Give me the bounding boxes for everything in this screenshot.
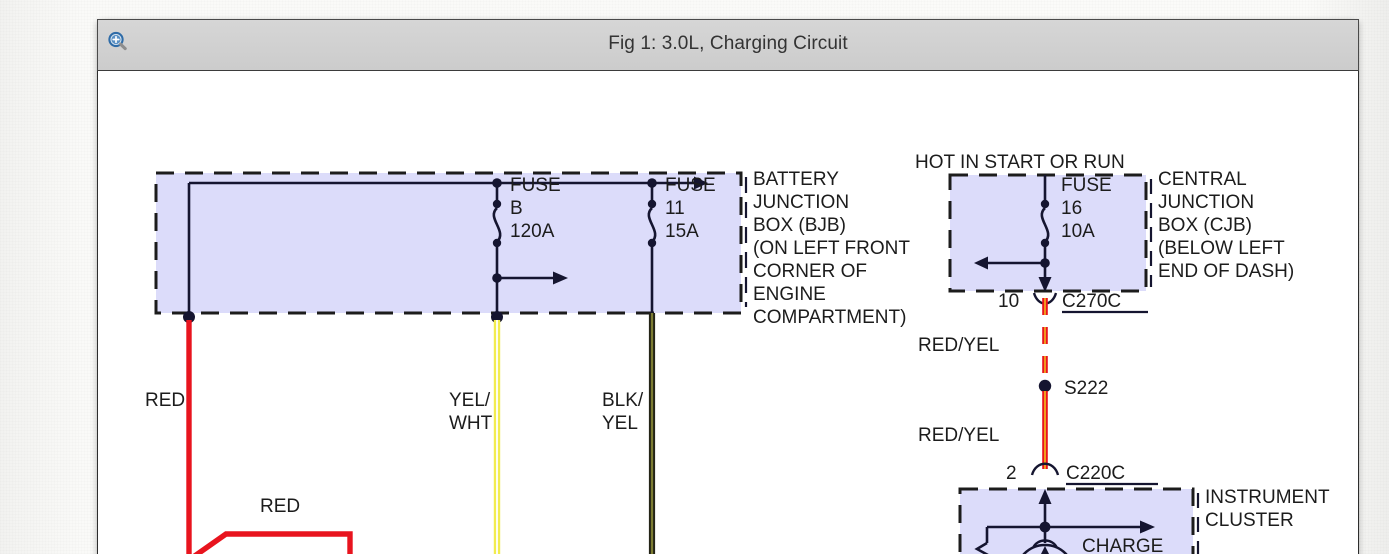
cjb-label-line3: BOX (CJB) xyxy=(1158,215,1252,236)
c220c-pin-number: 2 xyxy=(1006,463,1017,484)
wire-label-yel-wht-line2: WHT xyxy=(449,413,493,434)
charge-indicator-label-line1: CHARGE xyxy=(1082,536,1163,554)
fuse-b-label-line3: 120A xyxy=(510,221,555,242)
central-junction-box: FUSE 16 10A CENTRAL JUNCTION BOX (CJB) (… xyxy=(948,169,1294,293)
fuse-11-label-line2: 11 xyxy=(665,198,685,219)
bjb-label-line5: CORNER OF xyxy=(753,261,867,282)
figure-viewer: Fig 1: 3.0L, Charging Circuit xyxy=(97,19,1359,554)
fuse-16-element xyxy=(1040,207,1050,243)
c220c-socket-symbol xyxy=(1030,462,1060,476)
fuse-b-element xyxy=(492,207,502,243)
wire-label-blk-yel-line1: BLK/ xyxy=(602,390,644,411)
bjb-output-wires xyxy=(183,311,656,554)
wire-red-branch xyxy=(192,531,353,554)
fuse-16-takeoff-arrowhead xyxy=(974,256,988,270)
lamp-filament-arrowhead xyxy=(1041,546,1049,554)
wire-label-yel-wht-line1: YEL/ xyxy=(449,390,491,411)
bjb-label-line4: (ON LEFT FRONT xyxy=(753,238,910,259)
cjb-label-line1: CENTRAL xyxy=(1158,169,1247,190)
fuse-b-terminal-top xyxy=(492,199,502,209)
fuse-11-terminal-top xyxy=(647,199,657,209)
instrument-cluster-label-line1: INSTRUMENT xyxy=(1205,487,1330,508)
bjb-label-line7: COMPARTMENT) xyxy=(753,307,906,328)
instrument-cluster-box: CHARGE INDICATOR INSTRUMENT CLUSTER xyxy=(958,487,1330,554)
fuse-b-label-line1: FUSE xyxy=(510,175,561,196)
c220c-name: C220C xyxy=(1066,463,1125,484)
instrument-cluster-dashed-boundary xyxy=(958,487,1195,554)
fuse-b-symbol xyxy=(492,178,568,313)
junction-dot xyxy=(492,178,502,188)
wire-label-blk-yel-line2: YEL xyxy=(602,413,638,434)
bjb-label-line1: BATTERY xyxy=(753,169,839,190)
fuse-11-element xyxy=(647,207,657,243)
instrument-cluster-label-line2: CLUSTER xyxy=(1205,510,1294,531)
cjb-label-line5: END OF DASH) xyxy=(1158,261,1294,282)
bjb-label-line6: ENGINE xyxy=(753,284,826,305)
cjb-output-arrowhead xyxy=(1038,277,1052,292)
diagram-canvas: FUSE B 120A FUSE 11 15A xyxy=(97,71,1359,554)
cjb-hot-in-start-or-run-label: HOT IN START OR RUN xyxy=(915,152,1125,173)
wiring-diagram: FUSE B 120A FUSE 11 15A xyxy=(145,152,1330,554)
c270c-name: C270C xyxy=(1062,291,1121,312)
bjb-label-line2: JUNCTION xyxy=(753,192,849,213)
cjb-label-line4: (BELOW LEFT xyxy=(1158,238,1285,259)
fuse-11-symbol xyxy=(647,178,657,313)
cjb-label-line2: JUNCTION xyxy=(1158,192,1254,213)
fuse-16-label-line1: FUSE xyxy=(1061,175,1112,196)
fuse-b-label-line2: B xyxy=(510,198,523,219)
figure-title: Fig 1: 3.0L, Charging Circuit xyxy=(608,33,848,54)
fuse-11-label-line1: FUSE xyxy=(665,175,716,196)
wire-label-red-branch: RED xyxy=(260,496,300,517)
s222-dot xyxy=(1038,379,1052,393)
cluster-feed-arrowhead xyxy=(1038,489,1052,504)
bjb-top-bus-arrowhead xyxy=(694,176,708,190)
battery-junction-box: FUSE B 120A FUSE 11 15A xyxy=(154,169,910,328)
wire-label-red-left: RED xyxy=(145,390,185,411)
bjb-dashed-boundary xyxy=(154,171,743,315)
junction-dot xyxy=(183,311,195,323)
splice-s222: S222 xyxy=(1038,378,1108,399)
fuse-16-symbol xyxy=(974,175,1052,292)
fuse-16-label-line3: 10A xyxy=(1061,221,1095,242)
fuse-11-label-line3: 15A xyxy=(665,221,699,242)
resistor-symbol xyxy=(974,541,989,554)
bjb-label-line3: BOX (BJB) xyxy=(753,215,846,236)
wire-label-red-yel-upper: RED/YEL xyxy=(918,335,999,356)
junction-dot xyxy=(647,178,657,188)
c270c-pin-number: 10 xyxy=(998,291,1019,312)
cluster-bus-arrowhead xyxy=(1140,520,1155,534)
viewer-titlebar: Fig 1: 3.0L, Charging Circuit xyxy=(97,19,1359,71)
fuse-b-takeoff-arrowhead xyxy=(553,271,568,285)
fuse-16-terminal-top xyxy=(1040,199,1050,209)
fuse-16-label-line2: 16 xyxy=(1061,198,1082,219)
s222-label: S222 xyxy=(1064,378,1108,399)
connector-c270c: 10 C270C xyxy=(998,291,1148,314)
lamp-envelope xyxy=(1022,543,1068,554)
wire-label-red-yel-lower: RED/YEL xyxy=(918,425,999,446)
zoom-in-magnifier-icon[interactable] xyxy=(107,31,129,51)
connector-c220c: 2 C220C xyxy=(1006,462,1158,486)
